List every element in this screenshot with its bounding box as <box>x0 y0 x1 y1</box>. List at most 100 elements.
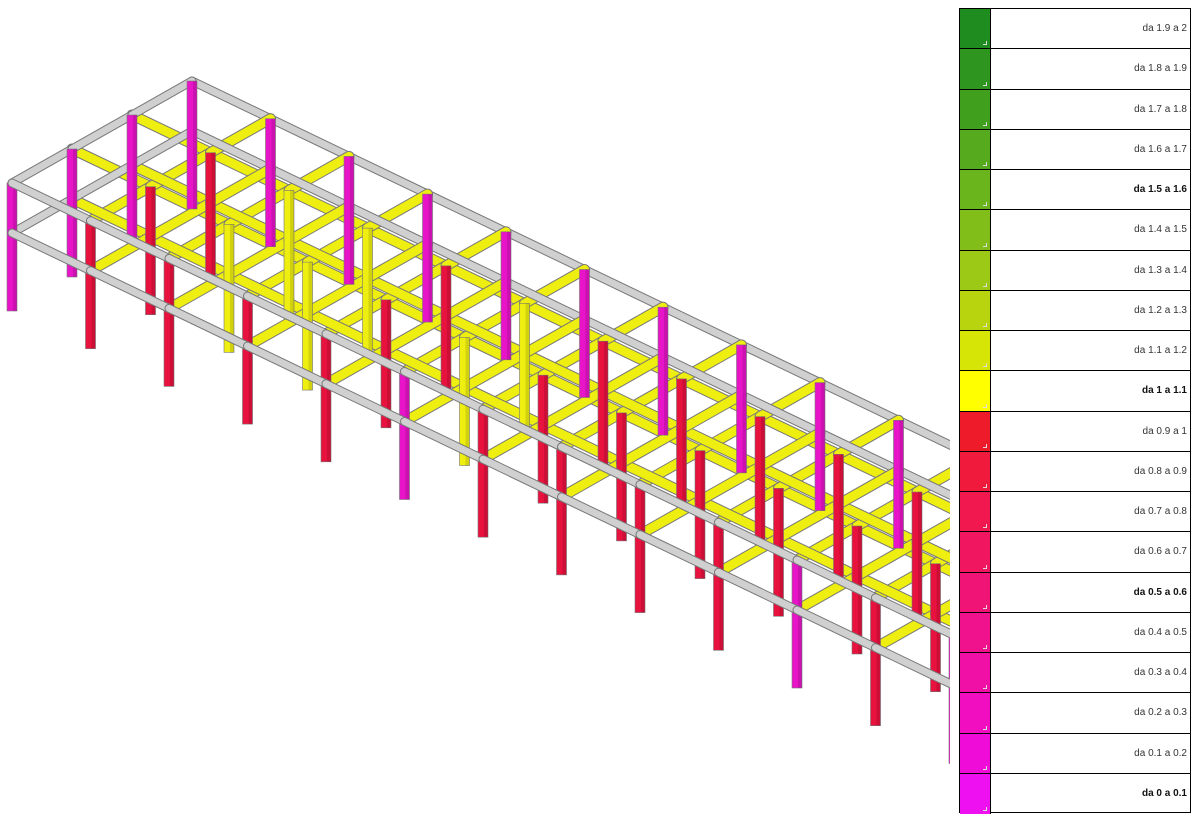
end-beam <box>128 127 196 169</box>
floor-beam <box>127 110 215 158</box>
structural-model-viewport[interactable] <box>0 0 950 817</box>
edge-beam <box>8 229 94 275</box>
column <box>265 118 276 247</box>
column-shade <box>604 341 608 470</box>
column-shade <box>876 597 881 726</box>
edge-beam <box>659 353 745 399</box>
edge-beam <box>244 342 330 388</box>
legend-item: da 1.3 a 1.4 <box>960 250 1190 291</box>
edge-beam <box>401 418 487 463</box>
edge-beam <box>558 443 644 489</box>
legend-item: da 1 a 1.1 <box>960 371 1190 412</box>
legend-label: da 1.1 a 1.2 <box>1134 345 1187 357</box>
legend-swatch <box>960 773 991 814</box>
column-shade <box>641 484 645 613</box>
end-beam <box>128 77 196 119</box>
end-beam <box>68 161 136 203</box>
cross-beam <box>363 239 432 283</box>
legend-swatch <box>960 210 991 250</box>
column <box>657 306 669 436</box>
legend-item: da 0.6 a 0.7 <box>960 532 1190 573</box>
column-shade <box>918 492 922 620</box>
end-beam <box>8 145 76 187</box>
column <box>186 80 198 210</box>
edge-beam <box>502 228 588 273</box>
cross-beam <box>598 352 668 396</box>
column-shade <box>447 265 451 394</box>
floor-beam <box>538 420 626 468</box>
edge-beam <box>188 77 274 123</box>
column-shade <box>271 118 276 247</box>
floor-beam <box>206 148 294 195</box>
cross-beam <box>381 311 451 355</box>
edge-beam <box>267 115 353 160</box>
legend-label: da 1.9 a 2 <box>1142 23 1187 35</box>
legend-item: da 1.8 a 1.9 <box>960 49 1190 90</box>
cross-beam <box>224 235 294 279</box>
legend-item: da 1.5 a 1.6 <box>960 170 1190 211</box>
cross-beam <box>617 424 686 468</box>
legend-swatch <box>960 653 991 693</box>
floor-beam <box>363 273 451 321</box>
legend-item: da 1.4 a 1.5 <box>960 210 1190 251</box>
edge-beam <box>816 379 902 424</box>
legend-swatch <box>960 371 991 411</box>
legend-item: da 0.1 a 0.2 <box>960 733 1190 774</box>
legend-item: da 0.5 a 0.6 <box>960 572 1190 613</box>
legend-swatch <box>960 290 991 330</box>
legend-swatch <box>960 331 991 371</box>
floor-beam <box>774 533 862 581</box>
cross-beam <box>677 390 746 434</box>
cross-beam <box>852 537 922 581</box>
legend-swatch <box>960 532 991 572</box>
edge-beam <box>636 481 722 526</box>
end-beam <box>68 111 136 153</box>
column-shade <box>562 446 567 575</box>
legend-swatch <box>960 451 991 491</box>
floor-beam <box>520 299 608 346</box>
column-shade <box>290 190 294 319</box>
legend-item: da 0.9 a 1 <box>960 411 1190 452</box>
column-shade <box>193 81 197 209</box>
column <box>814 382 826 511</box>
legend-label: da 0.2 a 0.3 <box>1134 707 1187 719</box>
legend-item: da 1.2 a 1.3 <box>960 290 1190 331</box>
floor-beam <box>146 232 234 279</box>
edge-beam <box>502 278 588 323</box>
legend-swatch <box>960 170 991 210</box>
legend-label: da 1.3 a 1.4 <box>1134 264 1187 276</box>
floor-beam <box>834 499 922 547</box>
cross-beam <box>834 465 903 509</box>
cross-beam <box>520 315 589 358</box>
column-shade <box>350 156 354 285</box>
floor-beam <box>598 336 686 384</box>
column-shade <box>525 303 530 432</box>
floor-beam <box>912 487 950 513</box>
legend-label: da 1 a 1.1 <box>1141 385 1187 397</box>
column-shade <box>664 307 668 436</box>
cross-beam <box>695 462 765 506</box>
edge-beam <box>738 341 824 387</box>
floor-beam <box>852 571 940 619</box>
column-shade <box>211 152 216 281</box>
floor-beam <box>127 160 215 208</box>
legend-swatch <box>960 492 991 532</box>
edge-beam <box>872 644 950 688</box>
column-shade <box>682 378 687 507</box>
edge-beam <box>558 493 644 539</box>
column-shade <box>507 231 511 360</box>
legend-label: da 1.7 a 1.8 <box>1134 103 1187 115</box>
legend-label: da 1.6 a 1.7 <box>1134 143 1187 155</box>
legend-label: da 0 a 0.1 <box>1141 788 1187 800</box>
edge-beam <box>715 518 801 564</box>
legend-swatch <box>960 9 991 49</box>
edge-beam <box>581 266 667 311</box>
column-shade <box>91 220 96 349</box>
legend-swatch <box>960 411 991 451</box>
edge-beam <box>479 405 565 451</box>
cross-beam <box>774 499 843 543</box>
legend-item: da 0.2 a 0.3 <box>960 693 1190 734</box>
legend-item: da 1.6 a 1.7 <box>960 129 1190 170</box>
edge-beam <box>895 466 950 499</box>
floor-beam <box>755 462 843 509</box>
